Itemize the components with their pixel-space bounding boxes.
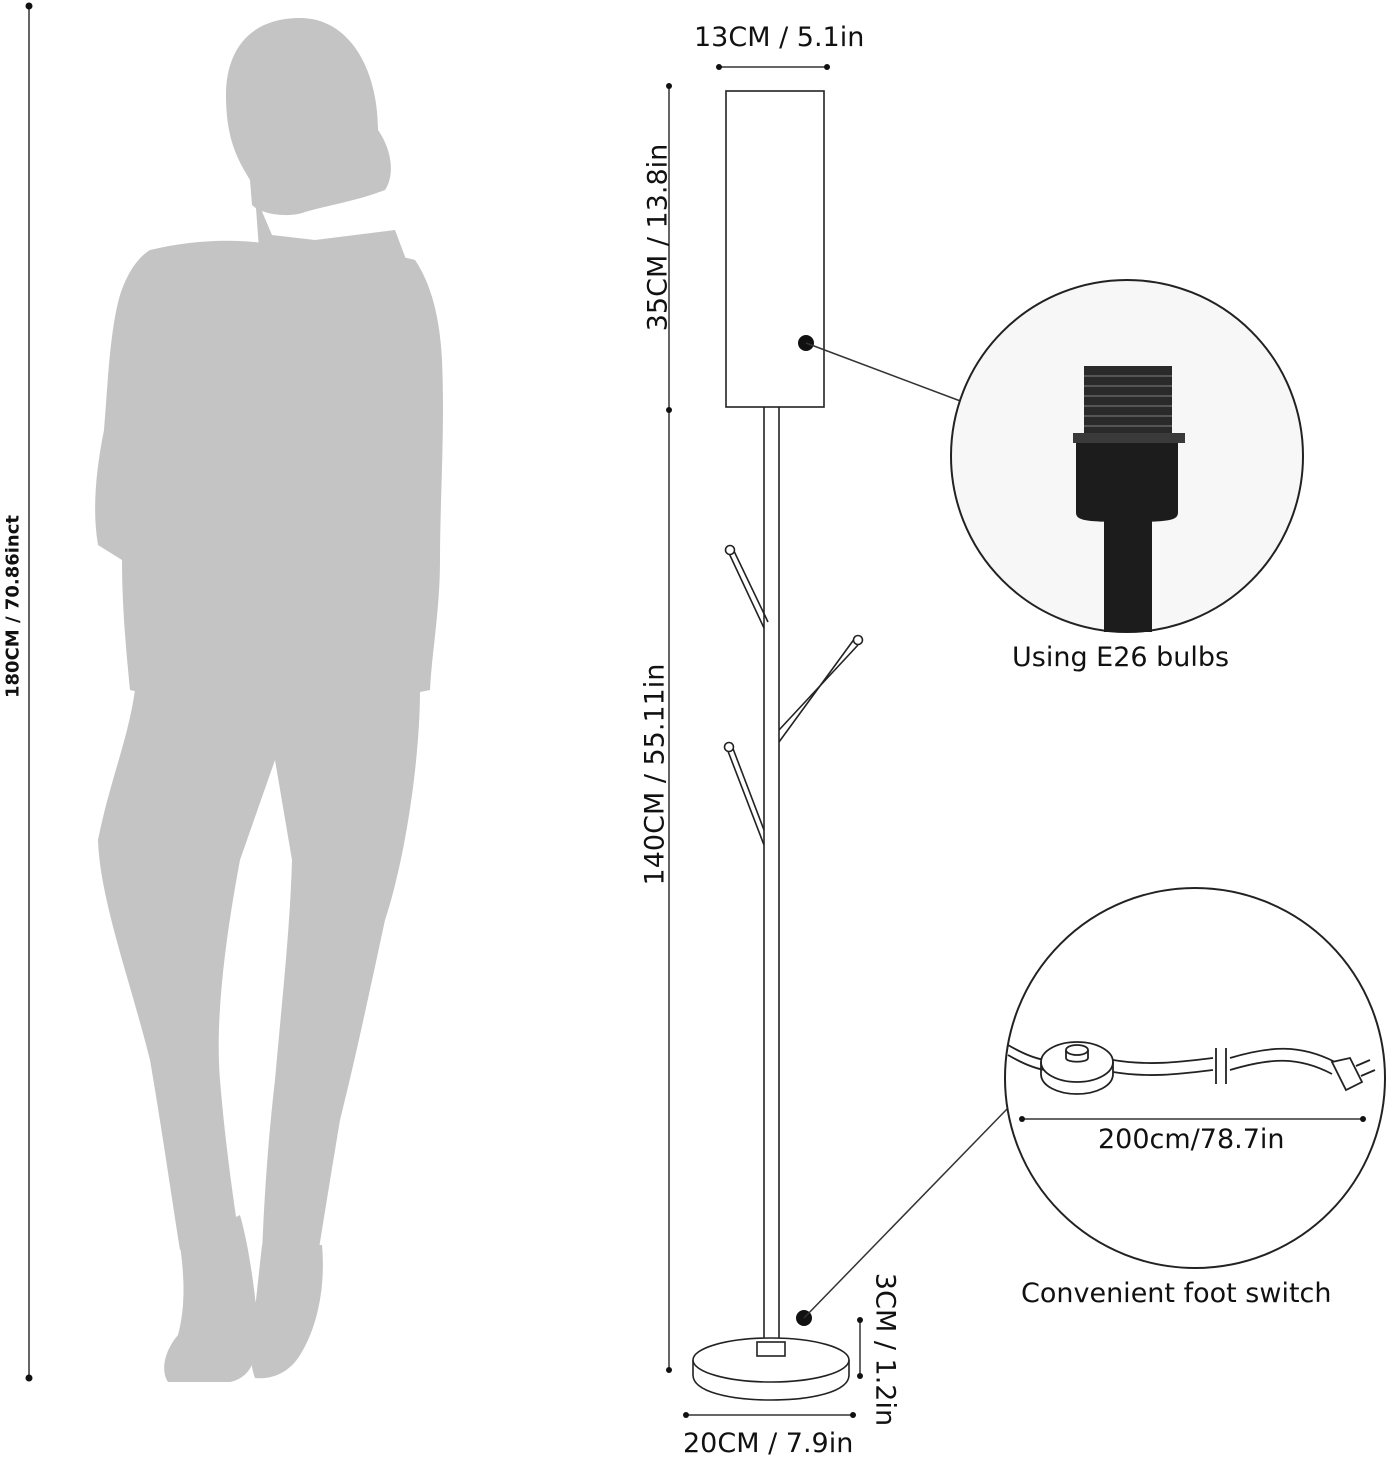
bulb-callout — [798, 279, 1304, 633]
cord-length-dimension — [1019, 1116, 1366, 1122]
person-height-dimension — [25, 2, 33, 1382]
base-height-label: 3CM / 1.2in — [869, 1272, 901, 1427]
switch-callout-circle — [1004, 887, 1386, 1269]
person-height-label: 180CM / 70.86inct — [2, 515, 24, 698]
switch-callout — [796, 887, 1386, 1326]
e26-socket-icon — [1073, 366, 1185, 632]
shade-width-dimension — [716, 64, 830, 70]
cord-length-label: 200cm/78.7in — [1098, 1124, 1285, 1155]
shade-height-label: 35CM / 13.8in — [642, 143, 674, 332]
floor-lamp — [692, 90, 864, 1401]
switch-caption: Convenient foot switch — [1021, 1278, 1332, 1309]
base-width-dimension — [683, 1412, 856, 1418]
base-height-dimension — [857, 1317, 863, 1379]
bulb-caption: Using E26 bulbs — [1012, 642, 1230, 673]
shade-width-label: 13CM / 5.1in — [694, 22, 865, 53]
person-silhouette — [95, 18, 443, 1382]
lamp-height-dimension — [666, 83, 672, 1373]
foot-switch-cord-icon — [1007, 1041, 1376, 1095]
lamp-shade — [725, 90, 825, 408]
base-width-label: 20CM / 7.9in — [683, 1428, 854, 1459]
pole-height-label: 140CM / 55.11in — [639, 663, 671, 886]
